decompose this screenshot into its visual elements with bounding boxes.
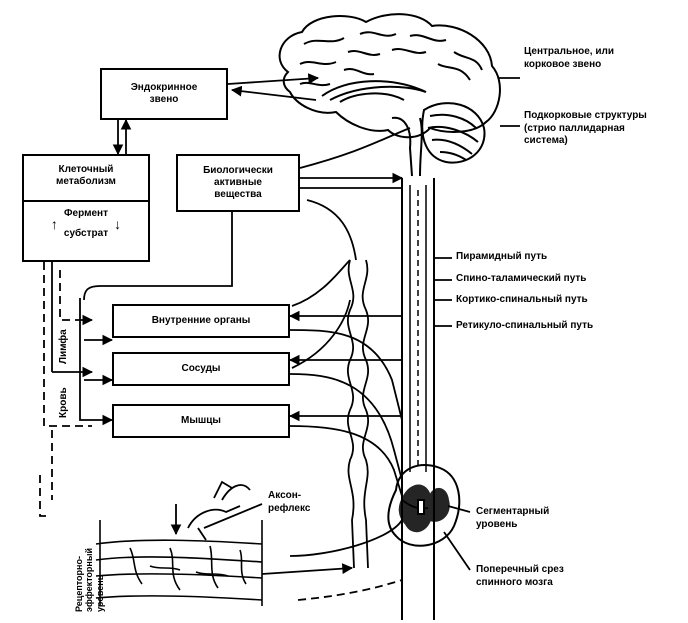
muscles-box: Мышцы [112,404,290,438]
bioactive-label: Биологически активные вещества [203,165,273,200]
axon-reflex-label: Аксон- рефлекс [268,490,311,514]
vessels-box: Сосуды [112,352,290,386]
arrow-up-icon: ↑ [50,215,58,232]
spinothalamic-path-label: Спино-таламический путь [456,273,587,284]
substrate-label: субстрат [63,228,109,239]
segmental-level-label: Сегментарный уровень [476,506,550,530]
spinal-cord-section-icon [387,464,461,547]
spinal-tracts [401,178,435,620]
internal-organs-box: Внутренние органы [112,304,290,338]
metabolism-divider [24,200,148,202]
corticospinal-path-label: Кортико-спинальный путь [456,294,588,305]
skin-tissue-icon [95,520,263,606]
hand-icon [170,480,251,541]
brain-icon [278,13,501,177]
enzyme-label: Фермент [64,208,108,219]
cross-section-label: Поперечный срез спинного мозга [476,564,564,588]
endocrine-box: Эндокринное звено [100,68,228,120]
pyramidal-path-label: Пирамидный путь [456,251,548,262]
reticulospinal-path-label: Ретикуло-спинальный путь [456,320,594,331]
cortical-level-label: Центральное, или корковое звено [524,46,615,70]
connection-lines [39,73,520,601]
cellular-metabolism-box: Клеточный метаболизм ↑ Фермент субстрат … [22,154,150,262]
arrow-down-icon: ↓ [114,215,122,232]
enzyme-substrate-area: ↑ Фермент субстрат ↓ [51,208,121,240]
metabolism-label: Клеточный метаболизм [56,164,116,187]
receptor-effector-level-label: Рецепторно-эффекторный уровень [74,547,105,612]
muscles-label: Мышцы [181,415,221,426]
lymph-label: Лимфа [58,329,69,364]
blood-label: Кровь [58,387,69,418]
bioactive-substances-box: Биологически активные вещества [176,154,300,212]
vessels-label: Сосуды [181,363,221,374]
endocrine-label: Эндокринное звено [130,82,198,105]
subcortical-label: Подкорковые структуры (стрио паллидарная… [524,110,647,146]
internal-organs-label: Внутренние органы [151,315,251,326]
sympathetic-chain [347,259,369,569]
